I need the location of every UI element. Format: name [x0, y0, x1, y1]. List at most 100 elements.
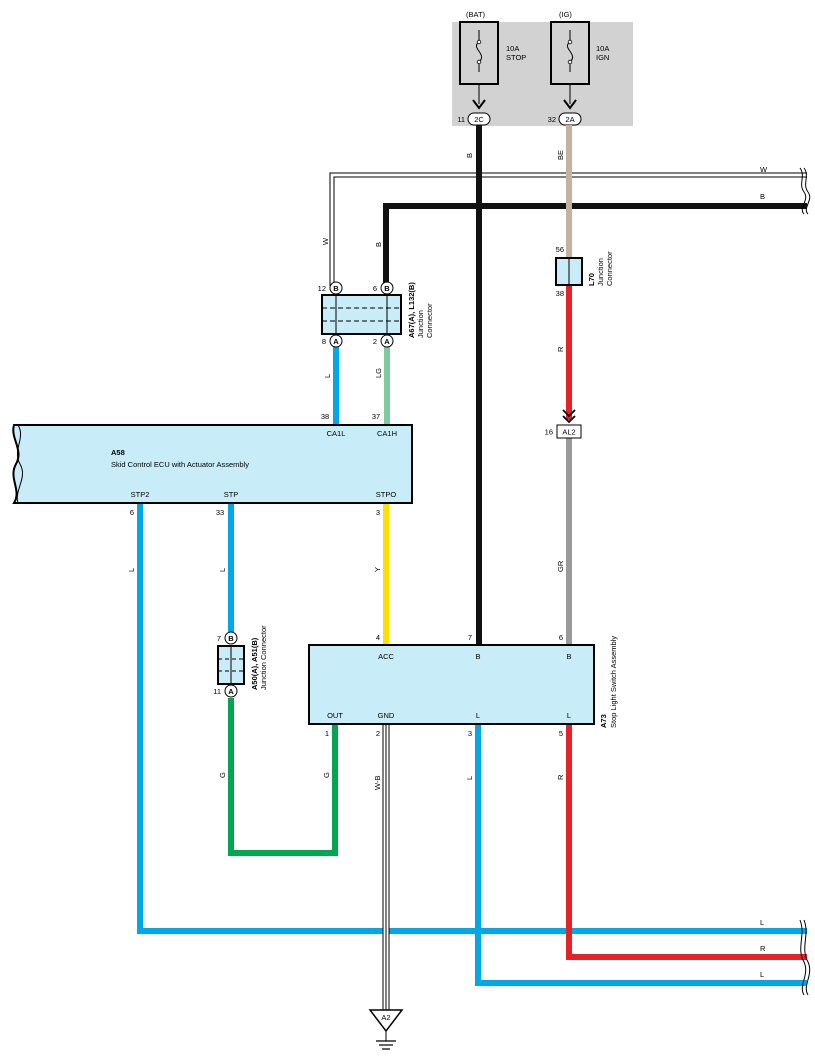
a73-name: Stop Light Switch Assembly: [609, 636, 618, 728]
a73-stop-light-switch: ACC B B OUT GND L L 4 7 6 1 2 3 5 A73 St…: [308, 633, 618, 738]
wire-label-w-top: W: [760, 165, 768, 174]
wire-label-l-right1: L: [760, 918, 764, 927]
wire-label-r-pin5: R: [556, 774, 565, 780]
a73-terminal-gnd: GND: [378, 711, 395, 720]
break-line-b: [803, 167, 811, 215]
a67-desc-2: Connector: [425, 303, 434, 338]
al2-box: [556, 424, 582, 439]
a50-badge-top: [224, 631, 238, 645]
l70-desc-2: Connector: [605, 251, 614, 286]
l70-desc-1: Junction: [596, 258, 605, 286]
wire-g: [228, 698, 338, 856]
a73-pin-4: 4: [376, 633, 380, 642]
a67-pin-12: 12: [318, 284, 326, 293]
stop-fuse-name: STOP: [506, 53, 526, 62]
ign-fuse-name: IGN: [596, 53, 609, 62]
ground-triangle-icon: [368, 1009, 404, 1033]
wire-label-l-pin3: L: [465, 776, 474, 780]
stop-fuse-terminal-top-icon: [476, 39, 482, 45]
a58-pin-38: 38: [321, 412, 329, 421]
a58-body: [12, 424, 413, 504]
a67-junction-connector: B B A A 12 6 8 2 A67(A), L132(B) Junctio…: [318, 281, 434, 348]
a73-terminal-acc: ACC: [378, 652, 394, 661]
a58-terminal-stp: STP: [224, 490, 239, 499]
a50-desc: Junction Connector: [259, 625, 268, 690]
break-line-c: [799, 919, 807, 996]
a73-terminal-l1: L: [476, 711, 480, 720]
wire-label-l-stp: L: [218, 568, 227, 572]
a58-terminal-ca1l: CA1L: [327, 429, 346, 438]
a67-badge-8-label: A: [333, 337, 339, 346]
a58-pin-6: 6: [130, 508, 134, 517]
a73-pin-5: 5: [559, 729, 563, 738]
a73-pin-2: 2: [376, 729, 380, 738]
wire-label-b-bat: B: [465, 153, 474, 158]
a58-id: A58: [111, 448, 125, 457]
a50-badge-bottom-label: A: [228, 687, 234, 696]
wire-label-g-right: G: [322, 772, 331, 778]
a67-badge-8: [329, 334, 343, 348]
stop-fuse-arrow-icon: [472, 99, 486, 110]
connector-2a-pin: 32: [548, 115, 556, 124]
break-line-a: [799, 167, 807, 215]
wire-b-main: [383, 203, 807, 286]
wire-label-w-vert: W: [321, 237, 330, 245]
a58-break-icon: [16, 424, 23, 504]
a67-body: [321, 294, 402, 335]
wire-label-l-ca1l: L: [323, 374, 332, 378]
al2-connector: AL2 16: [545, 424, 582, 439]
connector-2c-pin: 11: [457, 115, 465, 124]
l70-junction-connector: 56 38 L70 Junction Connector: [555, 245, 614, 298]
connector-2a-label: 2A: [565, 115, 574, 124]
right-break-bottom-icon: [799, 919, 811, 996]
a58-skid-control-ecu: A58 Skid Control ECU with Actuator Assem…: [12, 412, 413, 517]
a67-pin-6: 6: [373, 284, 377, 293]
wire-label-l-stp2: L: [127, 568, 136, 572]
bat-source-label: (BAT): [466, 10, 486, 19]
wire-l-stp2: [137, 503, 807, 934]
a67-badge-2: [380, 334, 394, 348]
a58-terminal-ca1h: CA1H: [377, 429, 397, 438]
a50-badge-top-label: B: [228, 634, 234, 643]
a50-pin-top: 7: [217, 634, 221, 643]
l70-pin-bottom: 38: [556, 289, 564, 298]
a58-pin-37: 37: [372, 412, 380, 421]
al2-double-arrow-icon: [562, 409, 576, 424]
wire-label-y: Y: [373, 567, 382, 572]
wire-label-wb: W-B: [373, 776, 382, 790]
connector-2c-label: 2C: [474, 115, 484, 124]
a73-pin-3: 3: [468, 729, 472, 738]
a73-body: [308, 644, 595, 725]
a73-pin-6: 6: [559, 633, 563, 642]
a58-pin-33: 33: [216, 508, 224, 517]
fuse-box: (BAT) (IG) 10A STOP 10A IGN 2C 11 2A 32: [452, 10, 633, 126]
a67-pin-8: 8: [322, 337, 326, 346]
a67-pin-2: 2: [373, 337, 377, 346]
wire-label-l-right2: L: [760, 970, 764, 979]
a67-badge-6-label: B: [384, 284, 390, 293]
ground-a2: A2: [368, 1009, 404, 1050]
a67-badge-6: [380, 281, 394, 295]
a58-terminal-stpo: STPO: [376, 490, 397, 499]
stop-fuse-rating: 10A: [506, 44, 519, 53]
ig-source-label: (IG): [559, 10, 572, 19]
wire-label-gr: GR: [556, 560, 565, 572]
wire-label-lg: LG: [374, 368, 383, 378]
ign-fuse-terminal-top-icon: [567, 39, 573, 45]
a67-badge-12-label: B: [333, 284, 339, 293]
wire-label-r-upper: R: [556, 346, 565, 352]
a50-pin-bottom: 11: [213, 687, 221, 696]
wire-w-core: [330, 173, 807, 286]
ign-fuse-rating: 10A: [596, 44, 609, 53]
al2-pin: 16: [545, 428, 553, 437]
a50-badge-bottom: [224, 684, 238, 698]
wire-l-pin3: [475, 724, 807, 986]
a73-terminal-out: OUT: [327, 711, 343, 720]
wire-label-b-top: B: [760, 192, 765, 201]
a58-name: Skid Control ECU with Actuator Assembly: [111, 460, 249, 469]
a67-badge-2-label: A: [384, 337, 390, 346]
fuse-box-panel: [452, 22, 633, 126]
l70-id: L70: [587, 273, 596, 286]
wire-w: [329, 172, 807, 286]
